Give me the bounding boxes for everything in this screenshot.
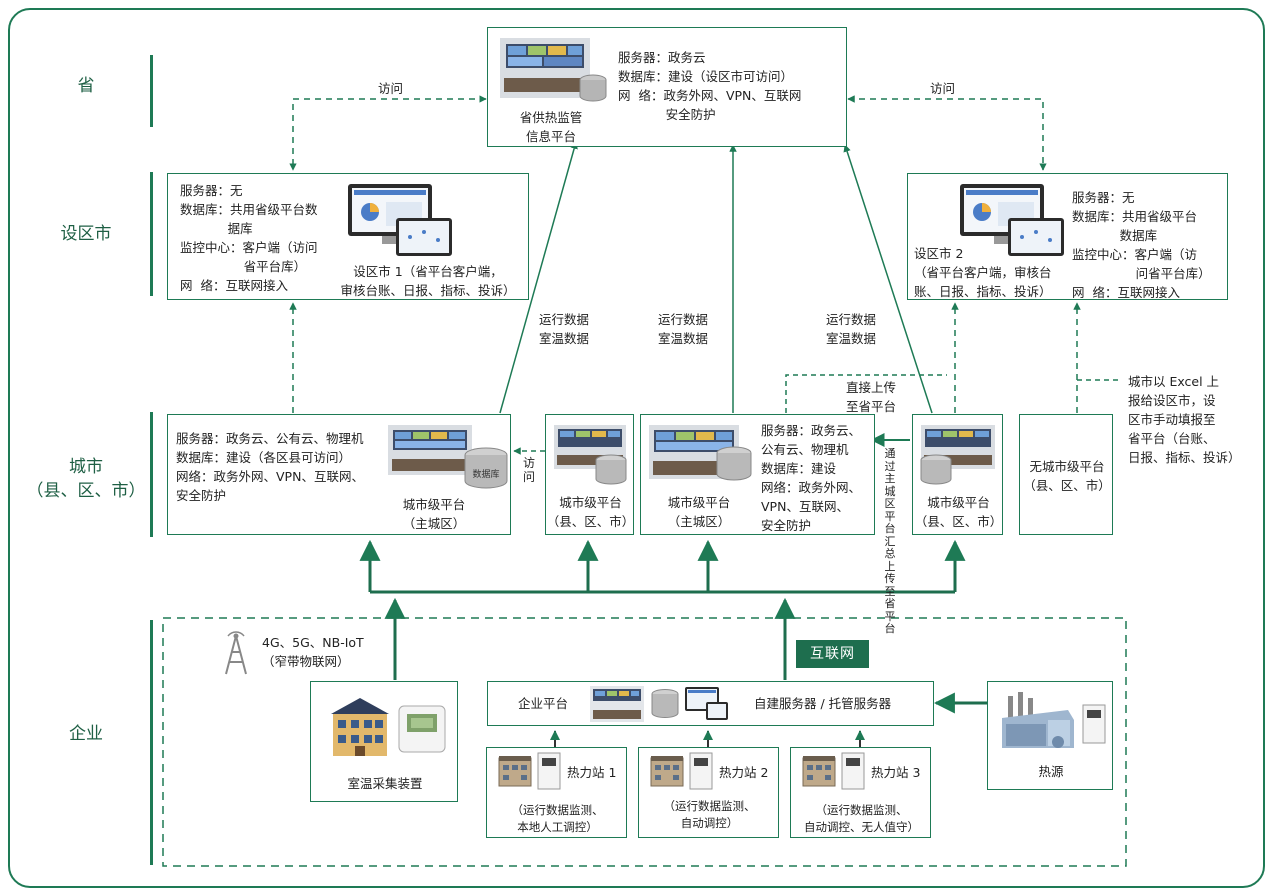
heat-source-box: 热源 bbox=[987, 681, 1113, 790]
thermometer-device-icon bbox=[398, 705, 446, 753]
level-city: 城市 （县、区、市） bbox=[16, 455, 156, 503]
province-platform-box: 省供热监管 信息平台 服务器：政务云 数据库：建设（设区市可访问） 网 络：政务… bbox=[487, 27, 847, 147]
heat-station-2-box: 热力站 2 （运行数据监测、 自动调控） bbox=[638, 747, 779, 838]
label-excel-note: 城市以 Excel 上 报给设区市，设 区市手动填报至 省平台（台账、 日报、指… bbox=[1128, 374, 1241, 465]
database-icon bbox=[920, 454, 952, 485]
database-label: 数据库 bbox=[472, 468, 499, 480]
database-icon bbox=[579, 74, 607, 102]
room-temp-sensor-box: 室温采集装置 bbox=[310, 681, 458, 802]
diagram-frame bbox=[8, 8, 1265, 888]
label-direct-upload: 直接上传 至省平台 bbox=[846, 380, 897, 414]
city-main-b-caption: 城市级平台 （主城区） bbox=[667, 495, 731, 529]
prefecture2-details: 服务器：无 数据库：共用省级平台 数据库 监控中心：客户端（访 问省平台库） 网… bbox=[1072, 190, 1211, 300]
cabinet-icon bbox=[689, 752, 713, 790]
label-data-left: 运行数据 室温数据 bbox=[539, 312, 590, 346]
database-icon bbox=[716, 446, 752, 481]
building-icon bbox=[802, 756, 836, 787]
building-icon bbox=[650, 756, 684, 787]
prefecture1-caption: 设区市 1（省平台客户端， 审核台账、日报、指标、投诉） bbox=[340, 264, 516, 298]
cabinet-icon bbox=[841, 752, 865, 790]
label-visit-vertical: 访问 bbox=[522, 456, 535, 484]
level-enterprise: 企业 bbox=[69, 724, 103, 744]
label-visit-right: 访问 bbox=[930, 81, 956, 96]
factory-icon bbox=[1002, 692, 1074, 748]
heat-station-3-box: 热力站 3 （运行数据监测、 自动调控、无人值守） bbox=[790, 747, 931, 838]
heat-station-2-desc: （运行数据监测、 自动调控） bbox=[663, 799, 756, 830]
prefecture2-caption: 设区市 2 （省平台客户端，审核台 账、日报、指标、投诉） bbox=[914, 246, 1052, 299]
control-room-icon bbox=[590, 686, 644, 722]
prefecture1-details: 服务器：无 数据库：共用省级平台数 据库 监控中心：客户端（访问 省平台库） 网… bbox=[180, 183, 318, 293]
city-main-a-details: 服务器：政务云、公有云、物理机 数据库：建设（各区县可访问） 网络：政务外网、V… bbox=[176, 431, 364, 503]
enterprise-platform-box: 企业平台 自建服务器 / 托管服务器 bbox=[487, 681, 934, 726]
building-icon bbox=[498, 756, 532, 787]
server-label: 自建服务器 / 托管服务器 bbox=[754, 696, 892, 711]
signal-tower-icon bbox=[225, 631, 247, 675]
heat-station-1-box: 热力站 1 （运行数据监测、 本地人工调控） bbox=[486, 747, 627, 838]
prefecture1-box: 服务器：无 数据库：共用省级平台数 据库 监控中心：客户端（访问 省平台库） 网… bbox=[167, 173, 529, 300]
no-city-platform-caption: 无城市级平台 （县、区、市） bbox=[1023, 459, 1111, 493]
building-icon bbox=[331, 698, 389, 756]
control-room-icon bbox=[388, 425, 472, 475]
network-types: 4G、5G、NB-IoT （窄带物联网） bbox=[262, 635, 364, 669]
label-data-right: 运行数据 室温数据 bbox=[826, 312, 877, 346]
level-city-line2: （县、区、市） bbox=[26, 481, 146, 501]
cabinet-icon bbox=[537, 752, 561, 790]
heat-station-1-desc: （运行数据监测、 本地人工调控） bbox=[511, 803, 604, 834]
city-county-box: 城市级平台 （县、区、市） bbox=[545, 414, 634, 535]
level-province: 省 bbox=[77, 76, 95, 96]
enterprise-platform-label: 企业平台 bbox=[518, 696, 569, 711]
province-platform-name: 省供热监管 信息平台 bbox=[519, 110, 583, 144]
control-room-icon bbox=[500, 38, 590, 98]
no-city-platform-box: 无城市级平台 （县、区、市） bbox=[1019, 414, 1113, 535]
heat-station-3-name: 热力站 3 bbox=[871, 765, 921, 780]
label-data-middle: 运行数据 室温数据 bbox=[658, 312, 709, 346]
label-visit-left: 访问 bbox=[378, 81, 404, 96]
heat-source-label: 热源 bbox=[1038, 764, 1064, 779]
city-county-b-caption: 城市级平台 （县、区、市） bbox=[914, 495, 1003, 529]
heat-station-3-desc: （运行数据监测、 自动调控、无人值守） bbox=[804, 803, 919, 834]
label-via-main-city: 通过主城区平台汇总上传至省平台 bbox=[884, 447, 896, 635]
cabinet-icon bbox=[1082, 704, 1106, 744]
city-main-a-box: 服务器：政务云、公有云、物理机 数据库：建设（各区县可访问） 网络：政务外网、V… bbox=[167, 414, 511, 535]
room-temp-sensor-label: 室温采集装置 bbox=[347, 776, 423, 791]
city-county-caption: 城市级平台 （县、区、市） bbox=[546, 495, 635, 529]
heat-station-1-name: 热力站 1 bbox=[567, 765, 617, 780]
internet-badge: 互联网 bbox=[796, 640, 869, 668]
heat-station-2-name: 热力站 2 bbox=[719, 765, 769, 780]
monitor-icon bbox=[685, 687, 728, 720]
database-icon: 数据库 bbox=[464, 447, 508, 489]
database-icon bbox=[595, 454, 627, 485]
city-main-a-caption: 城市级平台 （主城区） bbox=[402, 497, 466, 531]
level-city-line1: 城市 bbox=[69, 457, 103, 477]
control-room-icon bbox=[921, 425, 995, 469]
city-main-b-details: 服务器：政务云、 公有云、物理机 数据库：建设 网络：政务外网、 VPN、互联网… bbox=[761, 423, 862, 533]
prefecture2-box: 设区市 2 （省平台客户端，审核台 账、日报、指标、投诉） 服务器：无 数据库：… bbox=[907, 173, 1228, 300]
city-county-b-box: 城市级平台 （县、区、市） bbox=[912, 414, 1003, 535]
control-room-icon bbox=[554, 425, 626, 469]
monitor-icon bbox=[348, 184, 452, 256]
province-platform-details: 服务器：政务云 数据库：建设（设区市可访问） 网 络：政务外网、VPN、互联网 … bbox=[618, 50, 802, 122]
database-icon bbox=[651, 689, 679, 718]
city-main-b-box: 城市级平台 （主城区） 服务器：政务云、 公有云、物理机 数据库：建设 网络：政… bbox=[640, 414, 875, 535]
monitor-icon bbox=[960, 184, 1064, 256]
level-prefecture: 设区市 bbox=[60, 224, 112, 244]
